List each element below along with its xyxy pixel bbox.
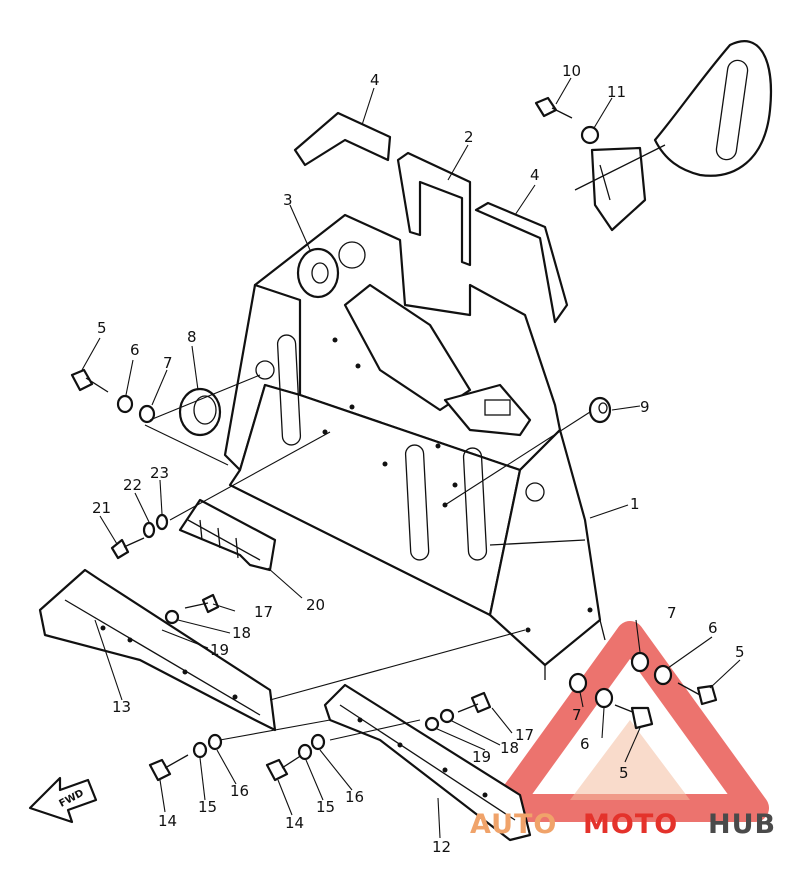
bracket-part-12	[323, 683, 532, 842]
bolt-part-5-lower-right	[614, 704, 654, 730]
clip-part-20	[178, 498, 277, 572]
bolt-part-17-left	[184, 593, 220, 614]
rubber-mount-part-8	[178, 387, 222, 437]
callout-11: 11	[607, 83, 626, 101]
callout-leaders	[81, 77, 741, 839]
callout-4-left: 4	[370, 71, 380, 89]
callout-7-lower-right: 7	[572, 706, 582, 724]
washer-part-7-left	[138, 404, 156, 424]
bolt-part-14-right	[265, 754, 303, 782]
callout-18-right: 18	[500, 739, 519, 757]
callout-9: 9	[640, 398, 650, 416]
washer-part-7-lower-right	[568, 672, 588, 694]
plate-part-4-left	[293, 111, 392, 167]
callout-13: 13	[112, 698, 131, 716]
callout-17-left: 17	[254, 603, 273, 621]
callout-10: 10	[562, 62, 581, 80]
callout-5-upper-right: 5	[735, 643, 745, 661]
forward-direction-arrow-icon: FWD	[28, 776, 98, 824]
callout-6-upper-right: 6	[708, 619, 718, 637]
callout-17-right: 17	[515, 726, 534, 744]
bolt-part-5-left	[70, 368, 109, 393]
callout-2: 2	[464, 128, 474, 146]
tilt-plate-part	[396, 151, 472, 267]
bolt-part-10	[534, 96, 573, 119]
callout-7-upper-right: 7	[667, 604, 677, 622]
callout-20: 20	[306, 596, 325, 614]
callout-21: 21	[92, 499, 111, 517]
washer-part-6-upper-right	[653, 664, 673, 686]
callout-4-right: 4	[530, 166, 540, 184]
callout-8: 8	[187, 328, 197, 346]
callout-16-left: 16	[230, 782, 249, 800]
callout-12: 12	[432, 838, 451, 856]
callout-23: 23	[150, 464, 169, 482]
callout-7-left: 7	[163, 354, 173, 372]
washer-part-18-left	[164, 609, 180, 625]
watermark-part-auto: AUTO	[470, 809, 557, 840]
callout-labels: 1 2 3 4 4 5 5 5 6 6 6 7 7 7 8 9 10 11 12…	[92, 62, 745, 856]
callout-18-left: 18	[232, 624, 251, 642]
washer-part-7-upper-right	[630, 651, 650, 673]
callout-5-left: 5	[97, 319, 107, 337]
watermark-warning-triangle-icon	[491, 621, 769, 822]
callout-6-lower-right: 6	[580, 735, 590, 753]
washer-part-18-right	[439, 708, 455, 724]
bolt-part-17-right	[457, 691, 492, 714]
callout-3: 3	[283, 191, 293, 209]
washer-part-16-right	[310, 733, 326, 751]
washer-part-15-left	[192, 741, 208, 759]
callout-15-right: 15	[316, 798, 335, 816]
washer-part-15-right	[297, 743, 313, 761]
washer-part-19-right	[424, 716, 440, 732]
callout-16-right: 16	[345, 788, 364, 806]
callout-6-left: 6	[130, 341, 140, 359]
callout-15-left: 15	[198, 798, 217, 816]
washer-part-16-left	[207, 733, 223, 751]
tilt-handle-part	[574, 40, 772, 232]
bolt-part-21	[110, 537, 145, 560]
washer-part-6-lower-right	[594, 687, 614, 709]
bushing-part-3	[296, 247, 340, 299]
nut-part-11	[580, 125, 600, 145]
callout-1: 1	[630, 495, 640, 513]
callout-14-right: 14	[285, 814, 304, 832]
plate-part-4-right	[474, 201, 569, 324]
watermark-part-hub: HUB	[708, 809, 776, 840]
callout-22: 22	[123, 476, 142, 494]
assembly-lines	[144, 374, 591, 741]
washer-part-22	[142, 521, 156, 539]
callout-19-left: 19	[210, 641, 229, 659]
watermark-part-moto: MOTO	[583, 809, 678, 840]
callout-14-left: 14	[158, 812, 177, 830]
bolt-part-5-upper-right	[677, 682, 718, 706]
bracket-part-13	[38, 568, 277, 732]
washer-part-6-left	[116, 394, 134, 414]
callout-5-lower-right: 5	[619, 764, 629, 782]
watermark-logo: AUTO MOTO HUB	[470, 809, 776, 840]
cap-part-9	[588, 396, 612, 424]
callout-19-right: 19	[472, 748, 491, 766]
washer-part-23	[155, 513, 169, 531]
bolt-part-14-left	[148, 754, 189, 782]
